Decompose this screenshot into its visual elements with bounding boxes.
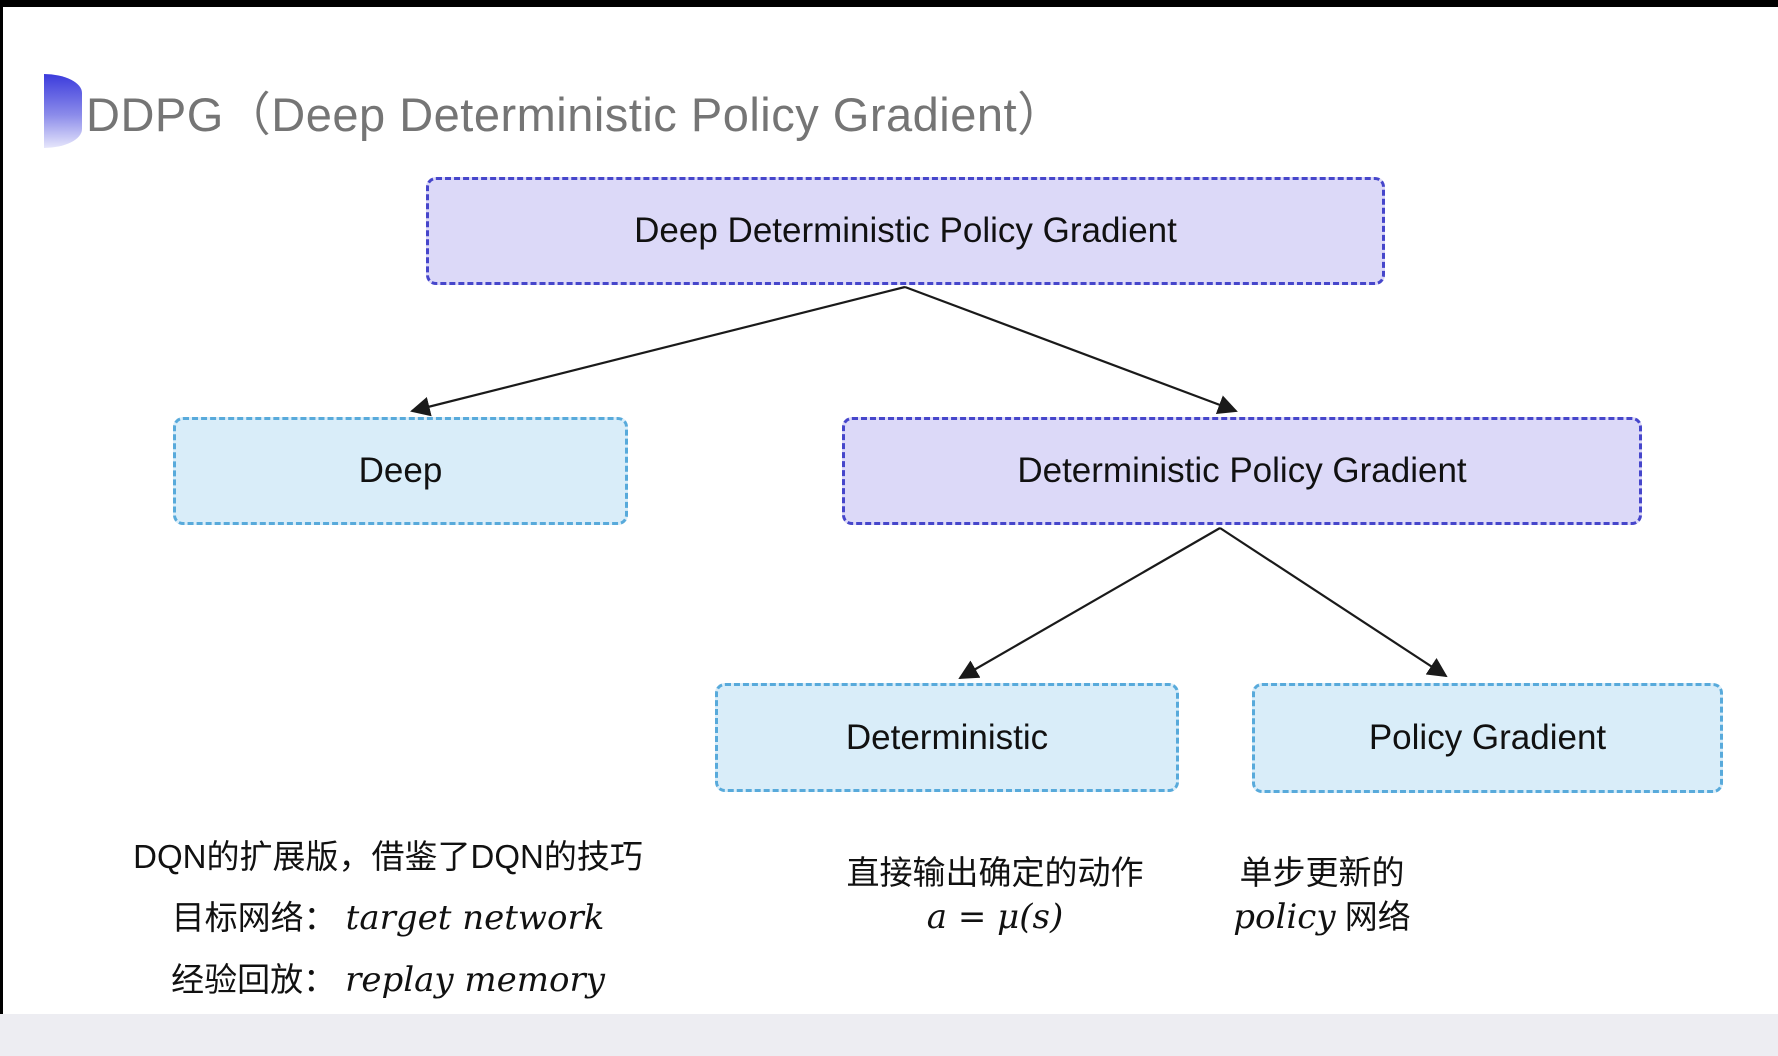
node-deep: Deep: [173, 417, 628, 525]
deterministic-notes-line-1: 直接输出确定的动作: [795, 851, 1195, 895]
title-bullet-icon: [44, 74, 82, 148]
target-network-label: 目标网络：: [171, 899, 337, 936]
deep-notes-line-1-text: DQN的扩展版，借鉴了DQN的技巧: [133, 838, 643, 875]
action-formula: a = μ(s): [926, 897, 1064, 937]
node-policy-gradient-label: Policy Gradient: [1368, 718, 1607, 757]
policy-gradient-notes-line-2: policy 网络: [1122, 895, 1522, 939]
arrow-ddpg-to-dpg: [904, 285, 1238, 415]
policy-network-suffix: 网络: [1335, 898, 1411, 935]
policy-term: policy: [1233, 897, 1336, 937]
deep-notes-line-2: 目标网络：target network: [128, 887, 648, 949]
policy-gradient-notes-line-1-text: 单步更新的: [1239, 854, 1405, 891]
policy-gradient-notes-line-1: 单步更新的: [1122, 851, 1522, 895]
arrow-dpg-to-deterministic: [958, 527, 1221, 679]
node-ddpg: Deep Deterministic Policy Gradient: [426, 177, 1385, 285]
node-deep-label: Deep: [358, 451, 443, 490]
arrow-ddpg-to-deep: [410, 285, 906, 417]
deterministic-notes-formula-line: a = μ(s): [795, 895, 1195, 939]
deterministic-notes-line-1-text: 直接输出确定的动作: [846, 854, 1144, 891]
page-title: DDPG（Deep Deterministic Policy Gradient）: [86, 88, 1065, 141]
node-ddpg-label: Deep Deterministic Policy Gradient: [634, 211, 1177, 250]
replay-memory-label: 经验回放：: [171, 961, 337, 998]
deep-notes-line-3: 经验回放：replay memory: [128, 949, 648, 1011]
policy-gradient-notes: 单步更新的 policy 网络: [1122, 851, 1522, 939]
node-policy-gradient: Policy Gradient: [1252, 683, 1723, 793]
arrow-dpg-to-policy-gradient: [1219, 527, 1448, 678]
node-deterministic: Deterministic: [715, 683, 1179, 792]
bottom-strip: [0, 1014, 1778, 1056]
deep-notes-line-1: DQN的扩展版，借鉴了DQN的技巧: [128, 826, 648, 887]
node-deterministic-policy-gradient: Deterministic Policy Gradient: [842, 417, 1642, 525]
deterministic-notes: 直接输出确定的动作 a = μ(s): [795, 851, 1195, 939]
top-edge-bar: [0, 0, 1778, 7]
deep-notes: DQN的扩展版，借鉴了DQN的技巧 目标网络：target network 经验…: [128, 826, 648, 1011]
node-deterministic-label: Deterministic: [845, 717, 1049, 757]
replay-memory-term: replay memory: [345, 960, 605, 1000]
target-network-term: target network: [345, 898, 605, 938]
left-edge-line: [0, 0, 3, 1014]
node-deterministic-policy-gradient-label: Deterministic Policy Gradient: [1017, 451, 1467, 490]
